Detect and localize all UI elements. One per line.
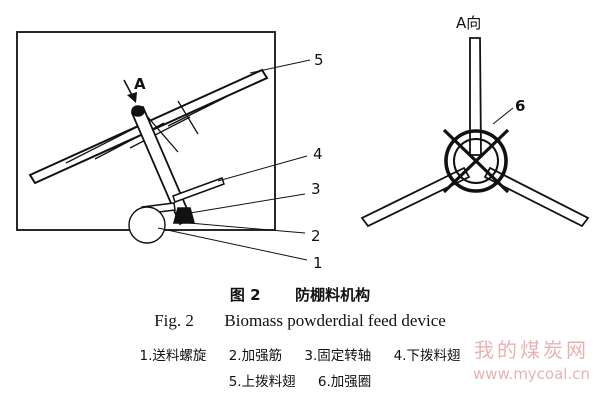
reinforcing-ring-outer <box>444 129 508 193</box>
label-part-1: 1 <box>313 254 323 272</box>
label-part-4: 4 <box>313 145 323 163</box>
legend-item-6: 6.加强圈 <box>317 374 372 390</box>
figure-caption-cn: 图 2 防棚料机构 <box>0 284 600 305</box>
figure-title-en: Biomass powderdial feed device <box>224 311 446 330</box>
label-part-2: 2 <box>311 227 321 245</box>
label-part-3: 3 <box>311 180 321 198</box>
legend-item-2: 2.加强筋 <box>228 348 283 364</box>
legend-item-1: 1.送料螺旋 <box>139 348 207 364</box>
leader-part-6 <box>492 107 514 125</box>
watermark-url: www.mycoal.cn <box>473 365 590 383</box>
top-view <box>360 37 590 228</box>
label-part-6: 6 <box>515 97 525 115</box>
shaft-top-cap <box>131 105 145 117</box>
legend-item-3: 3.固定转轴 <box>304 348 372 364</box>
reinforcing-ring-inner <box>453 138 499 184</box>
feed-screw <box>128 206 166 244</box>
view-arrow-label: A <box>134 75 146 93</box>
top-arm-left <box>360 166 471 228</box>
label-part-5: 5 <box>314 51 324 69</box>
legend-item-4: 4.下拨料翅 <box>393 348 461 364</box>
figure-title-cn: 防棚料机构 <box>295 286 371 304</box>
figure-number: 图 2 <box>229 286 261 304</box>
top-arm-vertical <box>469 37 482 156</box>
side-view <box>16 31 311 261</box>
leader-lines <box>157 59 311 261</box>
legend-row-2: 5.上拨料翅 6.加强圈 <box>0 370 600 390</box>
shaft-base <box>172 207 196 224</box>
legend-item-5: 5.上拨料翅 <box>228 374 296 390</box>
top-view-direction-label: A向 <box>456 14 481 32</box>
ring-cross-2 <box>442 128 510 194</box>
legend-row-1: 1.送料螺旋 2.加强筋 3.固定转轴 4.下拨料翅 <box>0 344 600 364</box>
watermark-text: 我的煤炭网 <box>474 338 589 362</box>
view-a-arrowhead <box>127 92 137 103</box>
site-watermark: 我的煤炭网 www.mycoal.cn <box>473 334 590 383</box>
figure-caption-en: Fig. 2 Biomass powderdial feed device <box>0 311 600 331</box>
lower-paddle <box>172 177 225 203</box>
figure-label-en: Fig. 2 <box>154 311 194 330</box>
top-arm-right <box>483 166 590 228</box>
